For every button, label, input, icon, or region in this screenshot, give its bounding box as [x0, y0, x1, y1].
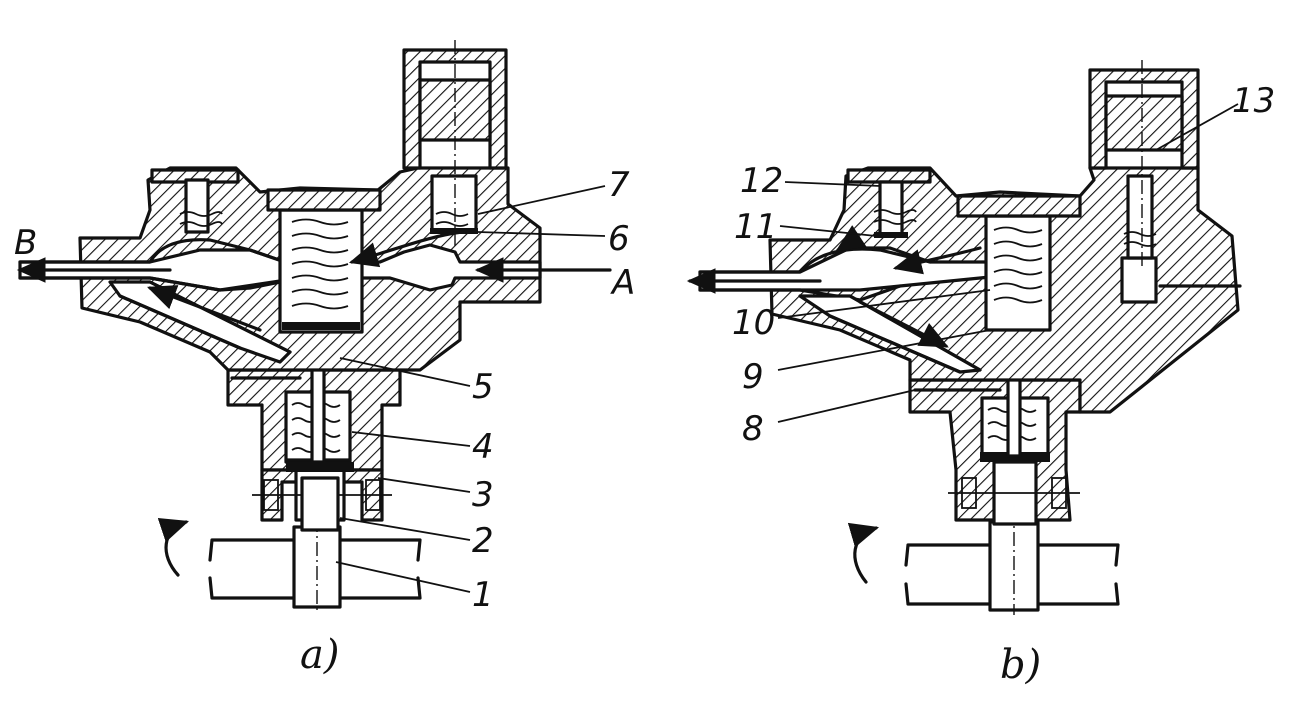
part-label-13: 13	[1232, 81, 1275, 121]
part-label-2: 2	[472, 521, 494, 561]
part-label-4: 4	[472, 427, 494, 467]
figure-b: 12 11 10 9 8 13 b)	[686, 60, 1275, 688]
camshaft-a	[208, 470, 422, 612]
part-label-7: 7	[608, 165, 630, 205]
pump-body-main-a	[18, 166, 542, 380]
tappet-housing-a	[252, 462, 392, 532]
top-cylinder-a	[402, 40, 508, 250]
part-label-9: 9	[742, 357, 764, 397]
part-label-11: 11	[734, 207, 777, 247]
pump-body-main-b	[698, 166, 1242, 414]
port-label-a: A	[610, 263, 635, 303]
part-label-12: 12	[740, 161, 783, 201]
caption-a: a)	[300, 632, 339, 678]
part-label-8: 8	[742, 409, 764, 449]
leaders-b	[777, 103, 1239, 423]
rotation-arrow-b	[847, 522, 880, 584]
pump-body-lower-b	[908, 334, 1082, 526]
port-label-b: B	[14, 223, 37, 263]
caption-b: b)	[1000, 642, 1041, 688]
leaders-a	[335, 185, 606, 593]
part-label-3: 3	[472, 475, 494, 515]
part-label-10: 10	[732, 303, 775, 343]
part-label-6: 6	[608, 219, 630, 259]
part-label-5: 5	[472, 367, 494, 407]
flow-arrows-b	[686, 225, 982, 348]
rotation-arrow-a	[157, 517, 190, 577]
part-label-1: 1	[472, 575, 494, 615]
figure-a: B A 1 2 3 4 5 6 7 a)	[14, 40, 635, 678]
flow-arrows-a	[16, 230, 612, 332]
top-cylinder-b	[1088, 60, 1200, 270]
